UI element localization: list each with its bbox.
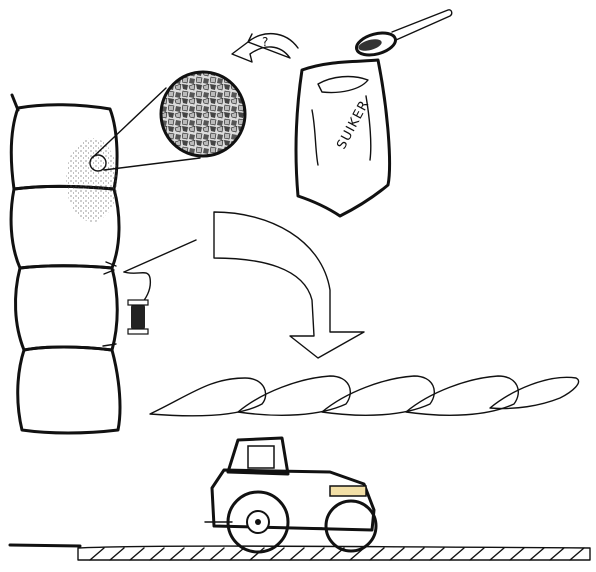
thread-spool xyxy=(131,304,145,330)
question-mark: ? xyxy=(262,35,268,49)
geobag-4 xyxy=(18,347,120,433)
needle xyxy=(124,240,196,272)
needle-and-thread xyxy=(124,240,196,334)
twisted-rope xyxy=(150,376,579,416)
road-roller xyxy=(205,438,376,552)
geobag-3 xyxy=(15,266,117,350)
spoon xyxy=(354,10,452,59)
bag-tie-end xyxy=(12,95,18,110)
flattened-rope xyxy=(78,546,590,561)
sugar-bag-opening xyxy=(318,77,368,93)
stipple-zone xyxy=(66,138,118,222)
magnifier-line-top xyxy=(92,88,166,158)
ground-line xyxy=(10,545,80,546)
sugar-bag: SUIKER xyxy=(296,60,390,216)
spoon-handle xyxy=(392,10,452,40)
process-arrow xyxy=(214,212,364,358)
roller-front-drum xyxy=(326,501,376,551)
geobag-stack xyxy=(11,95,120,433)
sugar-bag-label: SUIKER xyxy=(334,98,372,152)
ground xyxy=(10,545,590,561)
question-arrow: ? xyxy=(232,34,298,62)
roller-window xyxy=(248,446,274,468)
